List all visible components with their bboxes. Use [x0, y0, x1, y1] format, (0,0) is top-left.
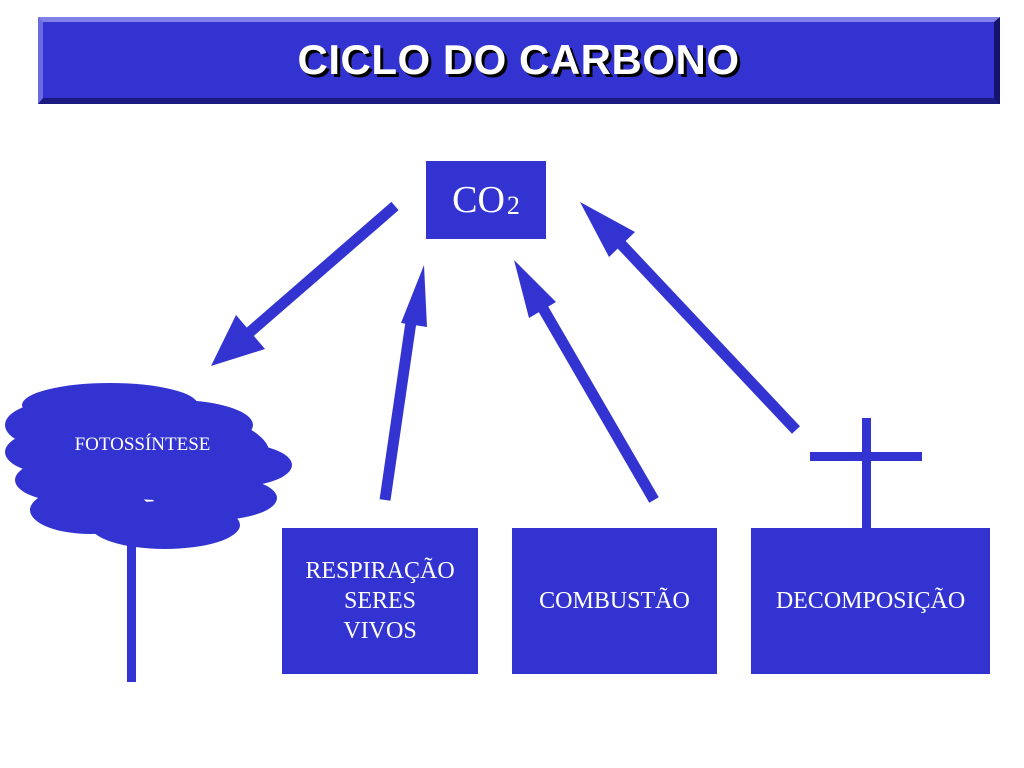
tree-cloud	[5, 383, 292, 549]
combustion-label: COMBUSTÃO	[539, 587, 690, 614]
respiration-label-line-2: SERES	[343, 588, 417, 614]
respiration-box: RESPIRAÇÃO SERES VIVOS	[282, 528, 478, 674]
tree-trunk	[127, 520, 136, 682]
arrow-co2-to-photosynthesis	[211, 201, 399, 366]
respiration-label-line-1: RESPIRAÇÃO	[305, 558, 455, 584]
page-title: CICLO DO CARBONO	[297, 36, 740, 83]
tree-icon	[5, 383, 292, 682]
arrow-combustion-to-co2	[514, 260, 659, 503]
decomposition-box: DECOMPOSIÇÃO	[751, 528, 990, 674]
arrow-decomposition-to-co2	[580, 202, 801, 434]
co2-label: CO	[452, 179, 505, 221]
arrow-respiration-to-co2	[379, 265, 427, 501]
cross-icon	[810, 418, 922, 530]
decomposition-label: DECOMPOSIÇÃO	[775, 587, 966, 614]
title-banner: CICLO DO CARBONO	[38, 17, 1000, 104]
respiration-label-line-3: VIVOS	[343, 618, 417, 644]
combustion-box: COMBUSTÃO	[512, 528, 717, 674]
co2-subscript: 2	[506, 191, 520, 220]
photosynthesis-label: FOTOSSÍNTESE	[74, 434, 211, 455]
